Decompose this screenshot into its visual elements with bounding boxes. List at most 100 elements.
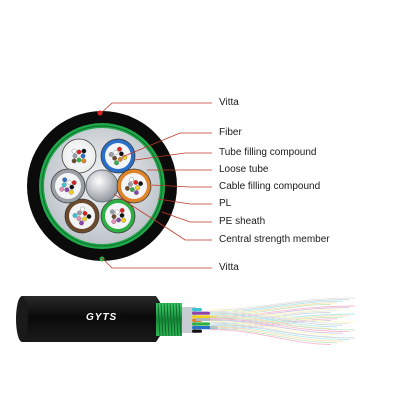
- leader-line-vitta-bottom: [101, 257, 212, 269]
- fiber-dot: [62, 177, 68, 183]
- side-loose-tube: [192, 322, 210, 326]
- loose-tube-green: [100, 198, 136, 234]
- fiber-dot: [72, 213, 78, 218]
- leader-line-pl: [157, 198, 212, 205]
- fiber-dot: [69, 184, 75, 190]
- fiber-dot: [117, 146, 122, 152]
- fiber-bundle-icon: [209, 297, 356, 345]
- armor-ridge: [160, 302, 164, 337]
- fiber-dot: [125, 186, 130, 191]
- fiber-dot: [133, 180, 139, 185]
- fiber-strand: [209, 317, 350, 333]
- leader-lines: [99, 102, 212, 269]
- fiber-strand: [209, 315, 332, 329]
- fiber-dot: [119, 151, 124, 157]
- label-loose-tube: Loose tube: [219, 164, 269, 175]
- side-sheath-end: [16, 296, 28, 342]
- fiber-strand: [209, 320, 338, 336]
- fiber-dot: [68, 189, 74, 195]
- fiber-dot: [80, 153, 86, 159]
- armor-ridge: [163, 302, 167, 337]
- fiber-dot: [61, 182, 67, 188]
- fiber-strand: [209, 323, 356, 339]
- fiber-dot: [71, 148, 77, 154]
- fiber-dot: [76, 149, 82, 155]
- fiber-dot: [77, 210, 82, 216]
- fiber-strand: [209, 297, 356, 311]
- fiber-dot: [138, 181, 143, 186]
- fiber-dot: [129, 177, 134, 182]
- label-fiber: Fiber: [219, 127, 242, 138]
- fiber-dot: [80, 206, 85, 212]
- armor-ridge: [172, 302, 176, 337]
- fiber-dot: [119, 208, 125, 213]
- fiber-dot: [59, 186, 65, 192]
- fiber-strand: [209, 309, 356, 323]
- fiber-dot: [119, 213, 125, 218]
- label-central-strength-member: Central strength member: [219, 234, 330, 245]
- fiber-dot: [72, 153, 78, 159]
- label-tube-filling-compound: Tube filling compound: [219, 147, 317, 158]
- fiber-dot: [114, 160, 119, 166]
- side-loose-tube: [192, 329, 202, 333]
- fiber-strand: [209, 329, 332, 345]
- label-vitta-top: Vitta: [219, 97, 239, 108]
- fiber-dot: [108, 152, 114, 157]
- loose-tube-blue: [100, 138, 136, 174]
- leader-line-pe-sheath: [161, 211, 212, 223]
- fiber-dot: [79, 220, 84, 226]
- fiber-dot: [128, 181, 133, 187]
- side-sheath: [18, 296, 160, 342]
- leader-line-strength-member: [113, 193, 212, 241]
- fiber-dot: [76, 157, 82, 163]
- fiber-dot: [82, 216, 87, 222]
- fiber-strand: [209, 322, 332, 337]
- fiber-dot: [135, 185, 140, 191]
- loose-tube-white: [61, 138, 97, 174]
- fiber-strand: [209, 319, 344, 334]
- cable-side-view: [16, 296, 356, 345]
- fiber-dot: [134, 190, 139, 195]
- leader-line-cable-filling: [151, 184, 212, 188]
- fiber-strand: [209, 313, 338, 328]
- side-loose-tube: [192, 308, 202, 312]
- label-cable-filling-compound: Cable filling compound: [219, 181, 321, 192]
- fiber-dot: [116, 217, 121, 223]
- leader-line-fiber: [121, 132, 212, 158]
- fiber-dot: [81, 148, 87, 154]
- fiber-dot: [117, 157, 123, 162]
- armor-ridge: [169, 302, 173, 337]
- side-loose-tube: [192, 311, 210, 315]
- armor-ring-inner: [41, 125, 163, 247]
- cross-section: [27, 110, 177, 262]
- fiber-dot: [129, 187, 135, 192]
- loose-tube-brown: [64, 198, 100, 234]
- fiber-dot: [111, 219, 117, 224]
- label-pl: PL: [219, 198, 232, 209]
- fiber-dot: [121, 217, 126, 223]
- cable-marking: GYTS: [86, 312, 118, 323]
- leader-line-vitta-top: [99, 102, 212, 115]
- armor-ridge: [166, 302, 170, 337]
- label-vitta-bottom: Vitta: [219, 262, 239, 273]
- fiber-strand: [209, 310, 350, 325]
- fiber-strand: [209, 316, 356, 331]
- fiber-dot: [71, 180, 77, 186]
- fiber-strand: [209, 312, 344, 326]
- armor-ridge: [157, 302, 161, 337]
- fiber-strand: [209, 326, 344, 342]
- central-strength-member: [85, 169, 119, 203]
- armor-ridge: [178, 302, 182, 337]
- loose-tube-grey: [50, 168, 86, 204]
- leader-line-tube-filling: [134, 152, 212, 161]
- label-pe-sheath: PE sheath: [219, 216, 266, 227]
- fiber-dot: [115, 209, 120, 215]
- vitta-marker-top: [97, 110, 103, 116]
- armor-ridge: [175, 302, 179, 337]
- fiber-dot: [82, 211, 88, 216]
- fiber-dot: [64, 187, 70, 193]
- fiber-dot: [110, 209, 115, 215]
- fiber-dot: [71, 158, 77, 164]
- fiber-dot: [86, 214, 92, 219]
